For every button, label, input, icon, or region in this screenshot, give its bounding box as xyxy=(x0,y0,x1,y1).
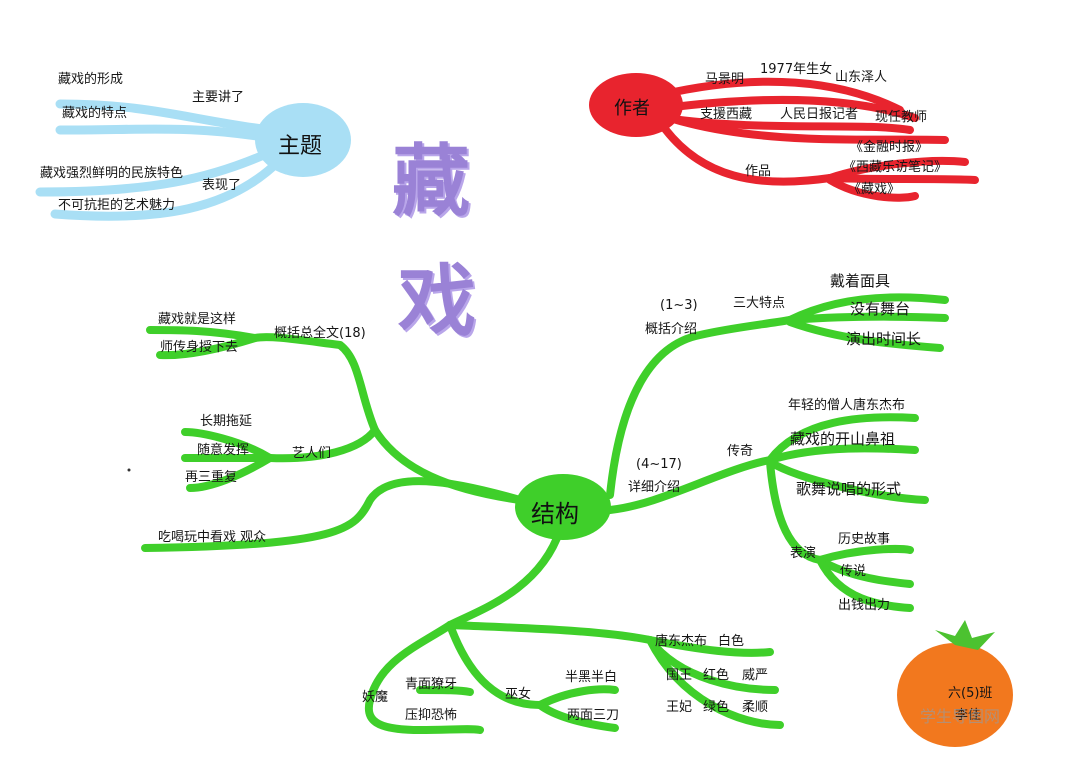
struct-b-7: 唐东杰布 xyxy=(655,634,708,649)
author-item-3: 山东泽人 xyxy=(835,70,888,85)
struct-rp-3: 传说 xyxy=(840,564,867,579)
struct-lm-4: 再三重复 xyxy=(185,470,238,485)
persimmon-body xyxy=(897,643,1013,747)
struct-rm-6: 歌舞说唱的形式 xyxy=(796,480,902,498)
ink-dot xyxy=(127,468,131,472)
signature-name: 李佳 xyxy=(955,708,982,723)
struct-rt-5: 没有舞台 xyxy=(850,300,911,318)
author-item-5: 人民日报记者 xyxy=(780,107,859,122)
struct-lt-3: 概括总全文(18) xyxy=(274,326,366,341)
struct-rt-2: 概括介绍 xyxy=(645,322,698,337)
struct-rm-3: 传奇 xyxy=(727,444,754,459)
author-hub xyxy=(589,73,683,137)
struct-rp-2: 历史故事 xyxy=(838,532,891,547)
struct-b-1: 妖魔 xyxy=(362,690,389,705)
struct-lm-3: 随意发挥 xyxy=(197,443,250,458)
author-item-1: 马景明 xyxy=(705,72,745,87)
signature-class: 六(5)班 xyxy=(948,686,993,701)
title-char-1: 藏 xyxy=(392,136,471,227)
struct-b-8: 白色 xyxy=(718,634,745,649)
struct-b-10: 红色 xyxy=(703,668,730,683)
struct-lm-1: 艺人们 xyxy=(292,446,332,461)
structure-hub-label: 结构 xyxy=(531,500,579,528)
struct-rt-3: 三大特点 xyxy=(733,296,786,311)
struct-rp-1: 表演 xyxy=(790,546,817,561)
theme-branches xyxy=(35,99,285,221)
struct-rm-2: 详细介绍 xyxy=(628,480,681,495)
struct-lm-2: 长期拖延 xyxy=(200,414,253,429)
struct-b-5: 半黑半白 xyxy=(565,670,618,685)
struct-b-12: 王妃 xyxy=(666,700,693,715)
struct-b-13: 绿色 xyxy=(703,700,730,715)
struct-b-9: 国王 xyxy=(666,668,693,683)
author-item-2: 1977年生女 xyxy=(760,62,833,77)
theme-hub-label: 主题 xyxy=(278,134,323,159)
struct-rt-6: 演出时间长 xyxy=(846,330,922,348)
struct-lt-1: 藏戏就是这样 xyxy=(158,312,237,327)
struct-rt-4: 戴着面具 xyxy=(830,272,891,290)
author-branches xyxy=(656,77,979,202)
theme-item-3: 主要讲了 xyxy=(192,90,245,105)
persimmon-signature xyxy=(897,620,1013,747)
struct-rp-4: 出钱出力 xyxy=(838,598,891,613)
author-item-10: 《藏戏》 xyxy=(848,182,901,197)
author-item-4: 支援西藏 xyxy=(700,107,753,122)
struct-b-4: 巫女 xyxy=(505,687,532,702)
struct-b-3: 压抑恐怖 xyxy=(405,708,458,723)
theme-item-4: 藏戏强烈鲜明的民族特色 xyxy=(40,166,184,181)
struct-b-2: 青面獠牙 xyxy=(405,677,458,692)
theme-item-1: 藏戏的形成 xyxy=(58,72,124,87)
struct-b-14: 柔顺 xyxy=(742,700,769,715)
watermark: 学生导图网 xyxy=(920,707,1001,726)
persimmon-leaf-icon xyxy=(935,620,995,650)
struct-lt-2: 师传身授下去 xyxy=(160,340,239,355)
theme-item-6: 不可抗拒的艺术魅力 xyxy=(58,198,176,213)
struct-rm-5: 藏戏的开山鼻祖 xyxy=(790,430,896,448)
struct-rm-4: 年轻的僧人唐东杰布 xyxy=(788,398,906,413)
struct-rm-1: (4~17) xyxy=(636,457,682,472)
struct-lb: 吃喝玩中看戏 观众 xyxy=(158,530,267,545)
theme-hub xyxy=(255,103,351,177)
author-item-6: 现任教师 xyxy=(875,110,928,125)
author-item-9: 《西藏乐访笔记》 xyxy=(843,160,948,175)
theme-item-2: 藏戏的特点 xyxy=(62,106,128,121)
title-char-2: 戏 xyxy=(398,256,477,347)
structure-branches xyxy=(141,293,949,735)
struct-b-11: 威严 xyxy=(742,668,769,683)
theme-item-5: 表现了 xyxy=(202,178,242,193)
structure-hub xyxy=(515,474,611,540)
struct-b-6: 两面三刀 xyxy=(567,708,620,723)
author-hub-label: 作者 xyxy=(614,98,650,119)
author-item-8: 《金融时报》 xyxy=(850,140,929,155)
author-item-7: 作品 xyxy=(745,164,772,179)
struct-rt-1: (1~3) xyxy=(660,298,698,313)
